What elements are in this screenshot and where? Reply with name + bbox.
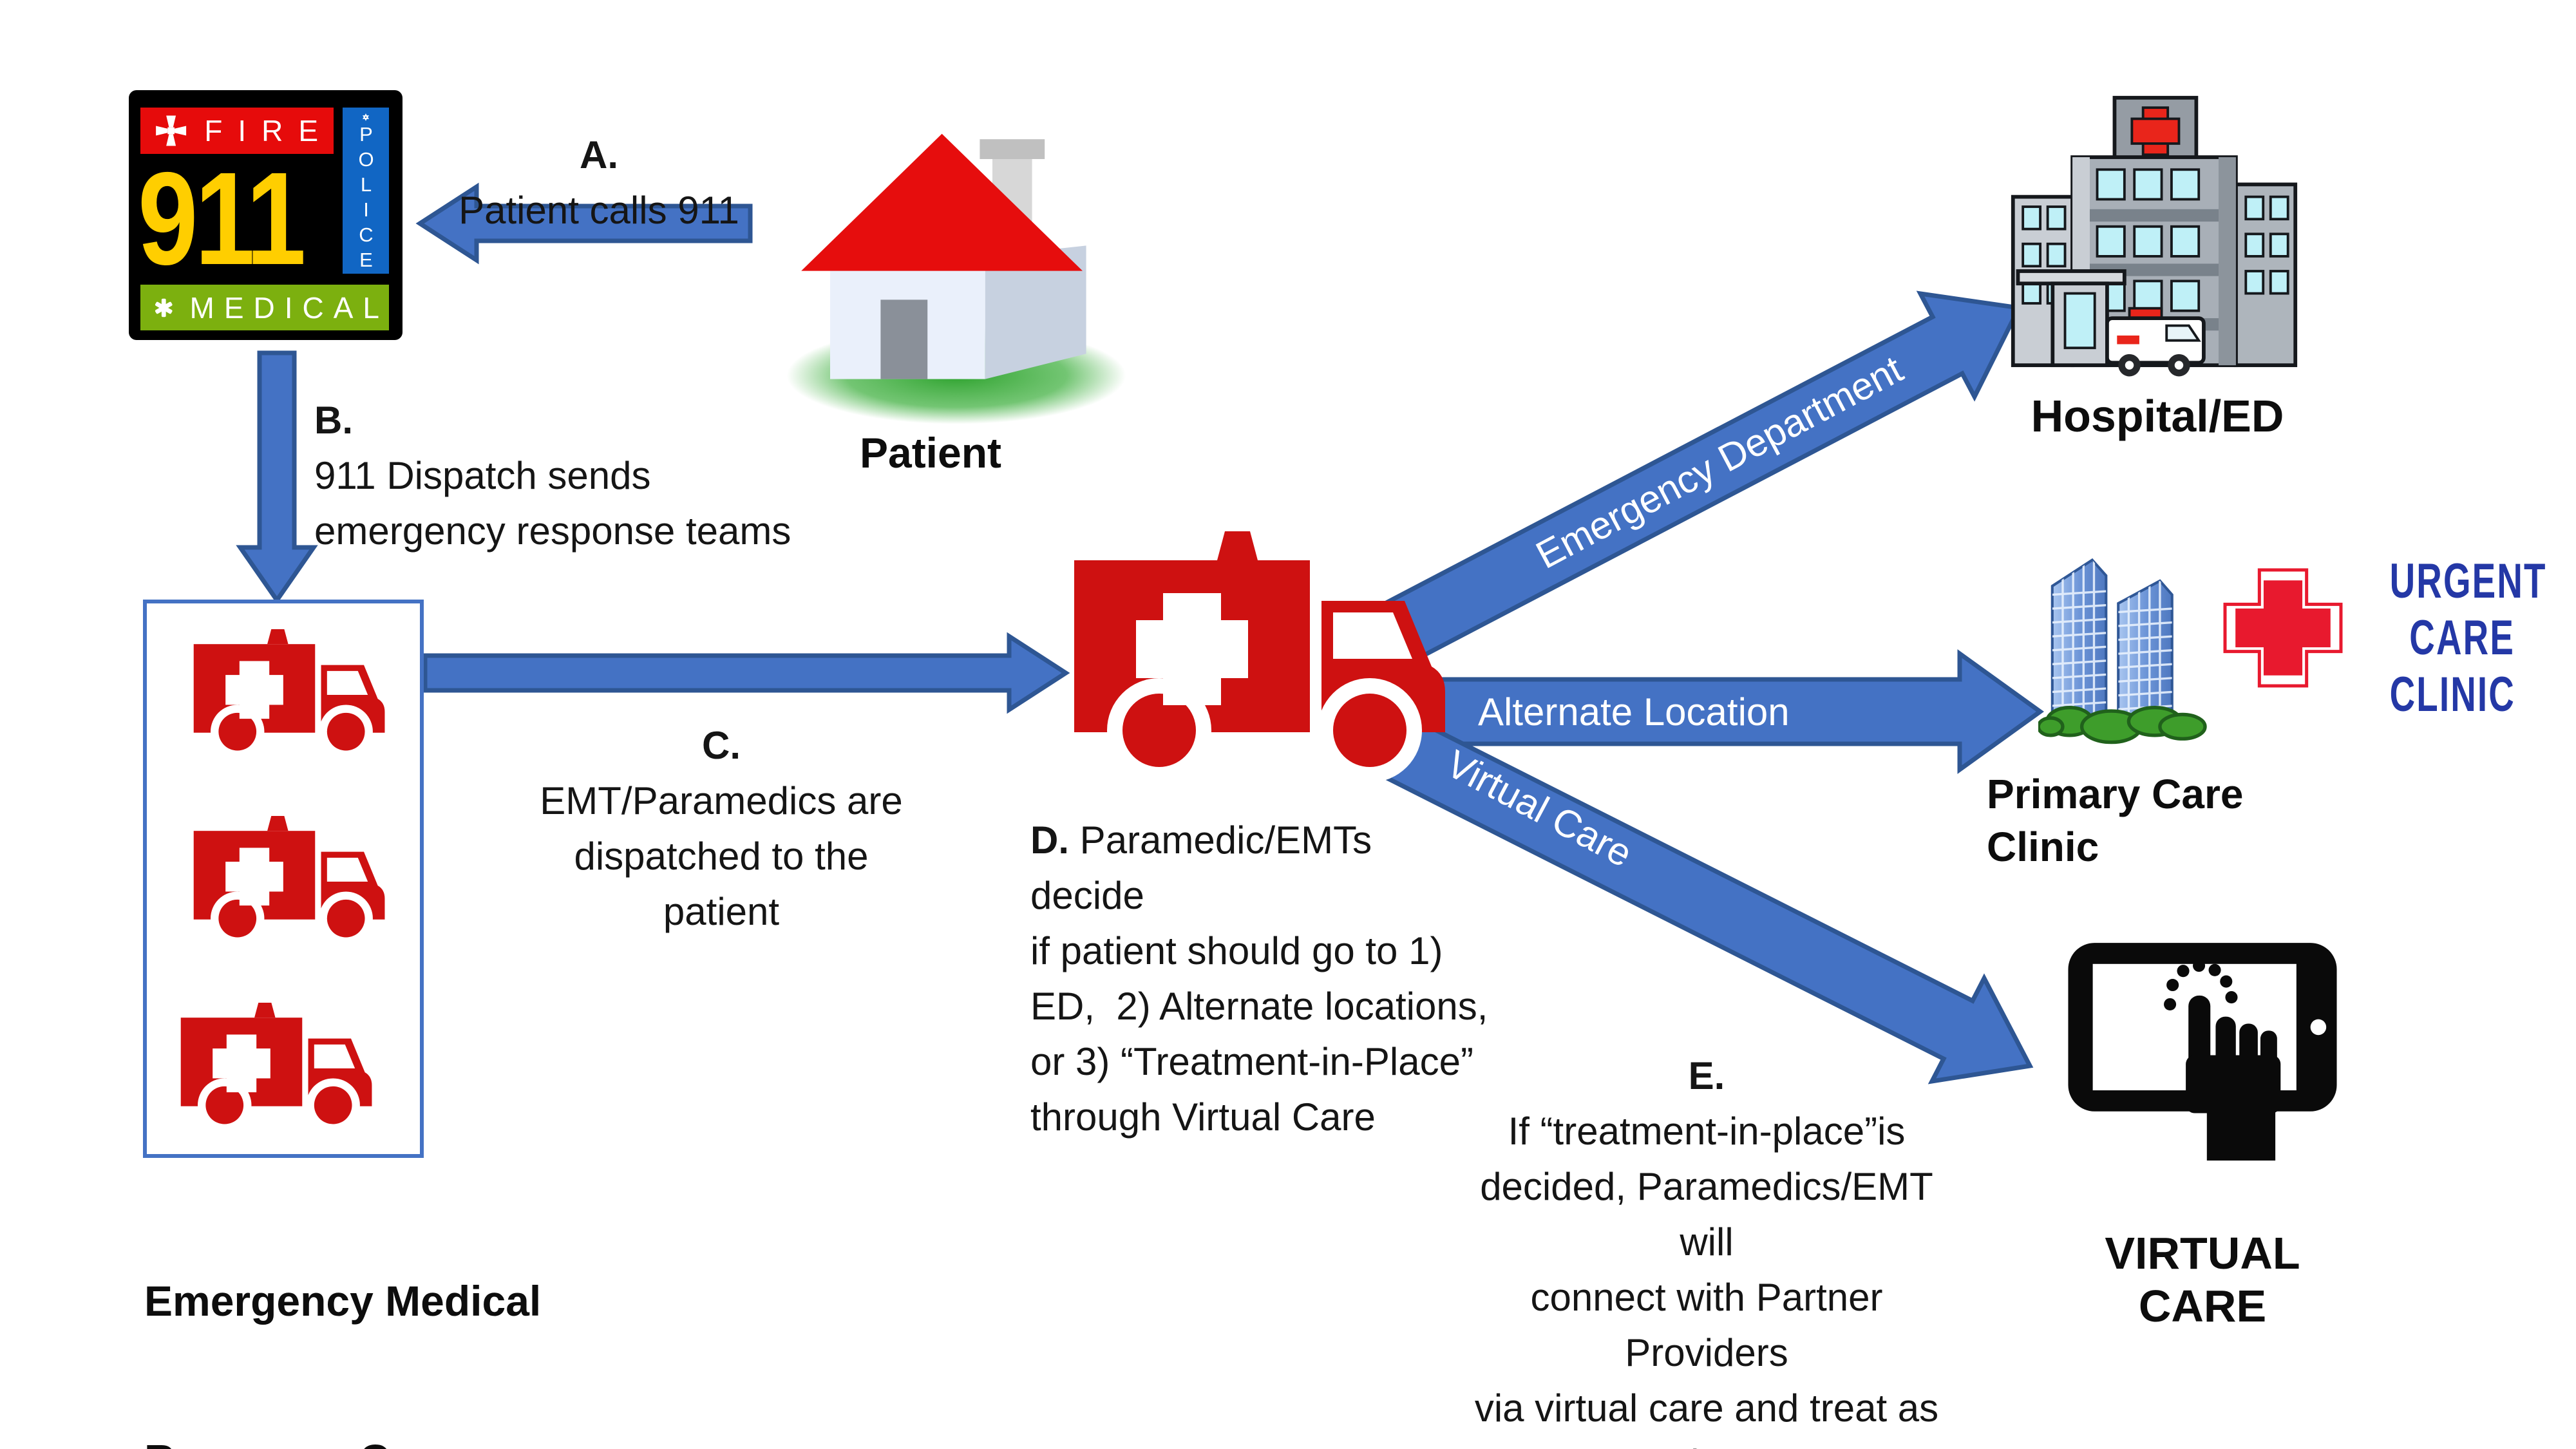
step-c-id: C. [702, 724, 741, 767]
ambulance-icon [193, 629, 385, 759]
step-e-note: E. If “treatment-in-place”is decided, Pa… [1452, 1048, 1961, 1449]
urgent-care-cross-icon [2223, 568, 2343, 688]
911-dispatch-logo: FIRE POLICE 911 MEDICAL [129, 90, 402, 340]
police-label: POLICE [355, 123, 377, 274]
virtual-care-label: VIRTUAL CARE [2105, 1228, 2313, 1331]
fire-label: FIRE [204, 114, 334, 147]
patient-label: Patient [859, 429, 1002, 477]
medical-label: MEDICAL [189, 290, 389, 325]
house-icon [786, 133, 1126, 424]
hospital-icon [2011, 95, 2298, 377]
arrow-dispatch-down [236, 350, 318, 605]
police-bar: POLICE [343, 108, 389, 274]
step-d-note: D. Paramedic/EMTs decide if patient shou… [1030, 819, 1488, 1139]
arrow-alternate-location [1437, 649, 2044, 774]
emrc-label: Emergency Medical Response Company [144, 1277, 553, 1449]
primary-care-label: Primary Care Clinic [1987, 771, 2255, 870]
step-a-text: Patient calls 911 [459, 189, 739, 232]
police-star-icon [362, 113, 370, 121]
medical-bar: MEDICAL [140, 285, 389, 330]
arrow-label-alternate-location: Alternate Location [1478, 690, 1790, 734]
fire-bar: FIRE [140, 108, 334, 154]
step-e-id: E. [1688, 1054, 1725, 1097]
ambulance-icon [193, 816, 385, 945]
step-a-id: A. [580, 133, 618, 176]
arrow-virtual-care [1335, 692, 2034, 1084]
hospital-label: Hospital/ED [2031, 391, 2284, 441]
urgent-care-text: URGENT CARE CLINIC [2389, 554, 2547, 722]
urgent-care-logo: URGENT CARE CLINIC [2219, 551, 2547, 757]
star-of-life-icon [155, 298, 173, 317]
maltese-cross-icon [156, 115, 187, 146]
ambulance-icon [180, 1003, 372, 1132]
step-a-note: A. Patient calls 911 [425, 128, 773, 238]
arrow-dispatched-right [422, 632, 1070, 714]
911-number: 911 [138, 145, 306, 292]
step-b-id: B. [314, 399, 353, 442]
virtual-care-tablet-icon [2068, 943, 2337, 1161]
arrow-emergency-department [1321, 290, 2023, 695]
clinic-buildings-icon [2038, 558, 2207, 744]
step-d-id: D. [1030, 819, 1069, 862]
emrc-box [143, 600, 424, 1158]
arrow-patient-calls-911 [415, 182, 753, 265]
step-b-note: B. 911 Dispatch sends emergency response… [314, 393, 933, 559]
step-c-note: C. EMT/Paramedics are dispatched to the … [512, 718, 931, 940]
